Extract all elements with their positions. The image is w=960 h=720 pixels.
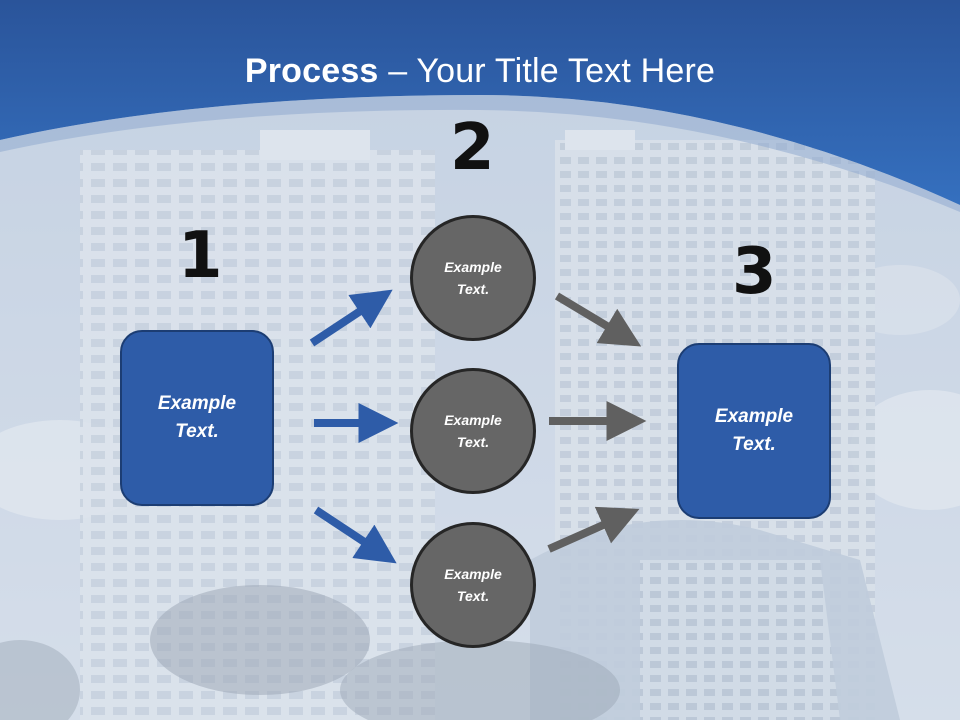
step-1-text: Example Text. [157, 392, 237, 443]
slide-title: Process – Your Title Text Here [0, 52, 960, 91]
step-number-3: 3 [732, 235, 777, 309]
arrow-down-right-icon [313, 506, 397, 564]
circle-bottom-text: Example Text. [444, 565, 502, 604]
gray-arrow-down-right-icon [554, 292, 642, 347]
circle-middle: Example Text. [410, 368, 536, 494]
step-3-box: Example Text. [677, 343, 831, 519]
gray-arrow-up-right-icon [547, 506, 640, 553]
circle-bottom: Example Text. [410, 522, 536, 648]
step-3-text: Example Text. [714, 405, 794, 456]
arrow-up-right-icon [309, 289, 393, 347]
circle-middle-text: Example Text. [444, 411, 502, 450]
circle-top: Example Text. [410, 215, 536, 341]
step-number-1: 1 [178, 219, 223, 293]
step-1-box: Example Text. [120, 330, 274, 506]
title-bold: Process [244, 52, 379, 90]
circle-top-text: Example Text. [444, 258, 502, 297]
step-number-2: 2 [450, 111, 495, 185]
title-rest: – Your Title Text Here [378, 52, 716, 90]
